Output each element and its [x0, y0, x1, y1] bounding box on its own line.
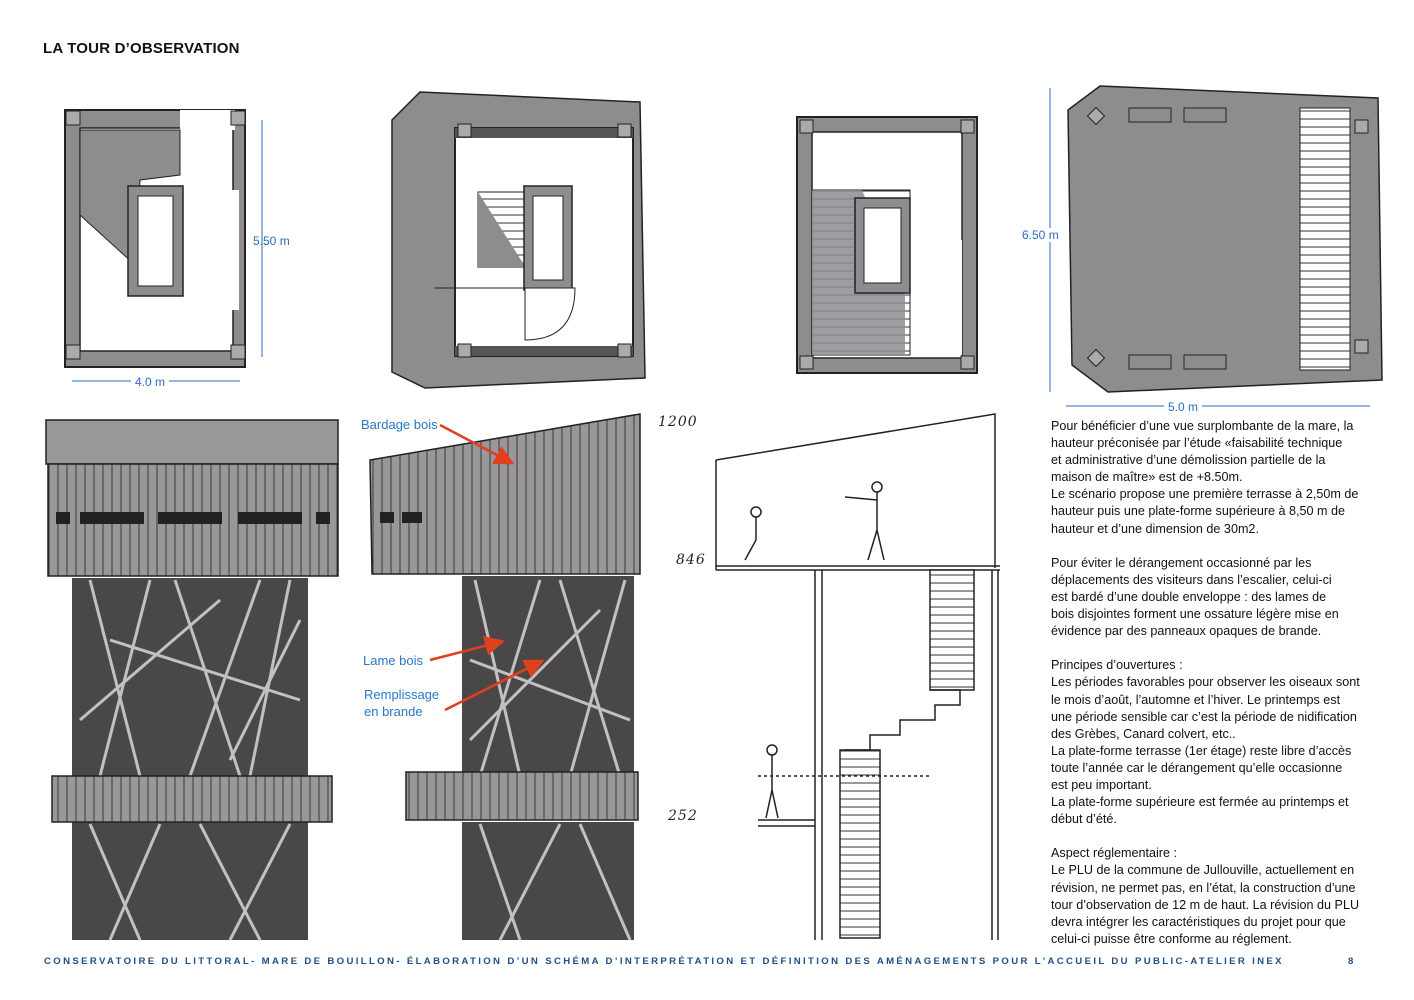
- text-line: hauteur préconisée par l’étude «faisabil…: [1051, 436, 1343, 451]
- paragraph-envelope: Pour éviter le dérangement occasionné pa…: [1051, 555, 1371, 640]
- text-line: tour d’observation de 12 m de haut. La r…: [1051, 897, 1360, 912]
- page-title: LA TOUR D’OBSERVATION: [43, 40, 240, 57]
- text-line: hauteur puis une plate-forme supérieure …: [1051, 504, 1346, 519]
- text-line: Le PLU de la commune de Jullouville, act…: [1051, 863, 1355, 878]
- dimension-label: 5.0 m: [1164, 400, 1203, 414]
- text-line: devra intégrer les caractéristiques du p…: [1051, 914, 1346, 929]
- text-line: évidence par des panneaux opaques de bra…: [1051, 624, 1322, 639]
- text-line: est bardé d’une double enveloppe : des l…: [1051, 589, 1327, 604]
- annotation-bardage: Bardage bois: [361, 417, 438, 432]
- text-line: La plate-forme terrasse (1er étage) rest…: [1051, 743, 1352, 758]
- page-number: 8: [1348, 956, 1354, 967]
- level-label-mid: 846: [676, 552, 706, 568]
- text-line: Pour éviter le dérangement occasionné pa…: [1051, 555, 1312, 570]
- paragraph-intro: Pour bénéficier d’une vue surplombante d…: [1051, 418, 1371, 538]
- text-line: Le scénario propose une première terrass…: [1051, 487, 1359, 502]
- description-text: Pour bénéficier d’une vue surplombante d…: [1051, 418, 1371, 948]
- text-line: est peu important.: [1051, 777, 1152, 792]
- plan-upper-floor: [796, 116, 978, 374]
- text-line: La plate-forme supérieure est fermée au …: [1051, 795, 1349, 810]
- plan-terrace: [391, 91, 646, 389]
- text-line: toute l’année car le dérangement qu’elle…: [1051, 760, 1343, 775]
- text-line: celui-ci puisse être conforme au régleme…: [1051, 931, 1292, 946]
- text-line: hauteur et d’une dimension de 30m2.: [1051, 521, 1259, 536]
- level-label-low: 252: [668, 808, 698, 824]
- annotation-remplissage: Remplissage en brande: [364, 686, 439, 720]
- elevation-front: [45, 419, 339, 941]
- text-line: révision, ne permet pas, en l’état, la c…: [1051, 880, 1356, 895]
- section-drawing: [715, 413, 1000, 940]
- paragraph-regulation: Aspect réglementaire : Le PLU de la comm…: [1051, 845, 1371, 948]
- dimension-label: 5.50 m: [253, 234, 290, 248]
- text-line: et administrative d’une démolission part…: [1051, 453, 1326, 468]
- text-line: une période sensible car c’est la périod…: [1051, 709, 1357, 724]
- text-line: le mois d’août, l’automne et l’hiver. Le…: [1051, 692, 1341, 707]
- annotation-remplissage-line1: Remplissage: [364, 687, 440, 702]
- footer-text: CONSERVATOIRE DU LITTORAL- MARE DE BOUIL…: [44, 956, 1284, 967]
- text-line: bois disjointes forment une ossature lég…: [1051, 607, 1339, 622]
- level-label-top: 1200: [658, 414, 698, 430]
- plan-ground-floor: [64, 109, 263, 382]
- paragraph-openings: Principes d’ouvertures : Les périodes fa…: [1051, 657, 1371, 828]
- text-line: Principes d’ouvertures :: [1051, 658, 1183, 673]
- text-line: des Grèbes, Canard colvert, etc..: [1051, 726, 1236, 741]
- text-line: Pour bénéficier d’une vue surplombante d…: [1051, 419, 1354, 433]
- elevation-side: [369, 413, 641, 941]
- text-line: maison de maître» est de +8.50m.: [1051, 470, 1243, 485]
- annotation-remplissage-line2: en brande: [364, 704, 423, 719]
- text-line: Aspect réglementaire :: [1051, 846, 1177, 861]
- annotation-lame: Lame bois: [363, 653, 423, 668]
- text-line: début d’été.: [1051, 812, 1117, 827]
- dimension-label: 4.0 m: [131, 375, 170, 389]
- dimension-label: 6.50 m: [1022, 228, 1059, 242]
- text-line: Les périodes favorables pour observer le…: [1051, 675, 1360, 690]
- text-line: déplacements des visiteurs dans l’escali…: [1051, 572, 1332, 587]
- plan-roof-platform: [1049, 85, 1383, 407]
